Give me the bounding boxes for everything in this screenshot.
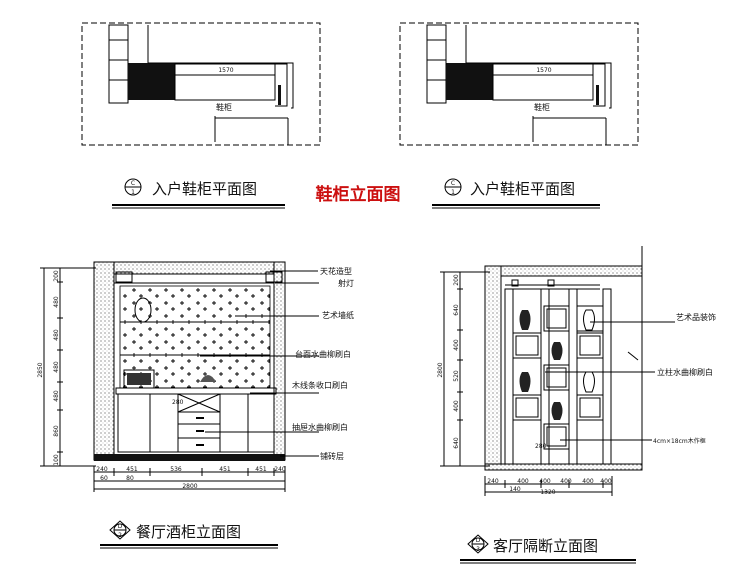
living-section-marker — [467, 534, 489, 554]
plan-1-wall — [108, 24, 129, 104]
svg-text:2850: 2850 — [37, 362, 44, 377]
svg-text:480: 480 — [53, 296, 60, 308]
dining-caption: D 2 餐厅酒柜立面图 — [100, 520, 278, 549]
svg-text:C: C — [131, 180, 135, 187]
callout-trim: 木线条收口刷白 — [292, 380, 348, 390]
svg-text:451: 451 — [126, 466, 138, 473]
svg-text:C: C — [451, 180, 455, 187]
svg-text:280: 280 — [172, 399, 184, 406]
svg-text:60: 60 — [100, 475, 108, 482]
plan-1-fixed-block — [128, 63, 175, 100]
display-frames — [512, 305, 604, 450]
svg-text:2800: 2800 — [437, 362, 444, 377]
dining-left-dimensions: 2850 200 480 480 480 480 860 100 — [37, 267, 96, 467]
dining-callouts: 天花造型 射灯 艺术墙纸 台面水曲柳刷白 木线条收口刷白 抽屉水曲柳刷白 铺砖层 — [200, 266, 354, 461]
callout-frame: 4cm×18cm木作框 — [653, 437, 706, 445]
living-callouts: 艺术品装饰 立柱水曲柳刷白 4cm×18cm木作框 — [545, 312, 716, 445]
callout-countertop: 台面水曲柳刷白 — [295, 349, 351, 359]
plan-2-boundary — [399, 22, 639, 146]
plan-view-2: 1570 鞋柜 — [399, 22, 639, 146]
svg-text:400: 400 — [453, 400, 460, 412]
svg-text:240: 240 — [274, 466, 286, 473]
svg-text:1: 1 — [131, 189, 135, 196]
svg-text:1: 1 — [451, 189, 455, 196]
svg-text:200: 200 — [453, 274, 460, 286]
art-wallpaper-panel — [119, 285, 271, 389]
callout-tile: 铺砖层 — [320, 451, 344, 461]
svg-text:2: 2 — [118, 532, 122, 539]
svg-text:200: 200 — [53, 270, 60, 282]
plan-1-cabinet-label: 鞋柜 — [216, 102, 232, 112]
plan-1-caption: C 1 入户鞋柜平面图 — [112, 178, 285, 209]
svg-text:2800: 2800 — [182, 483, 197, 490]
svg-text:536: 536 — [170, 466, 182, 473]
svg-text:400: 400 — [582, 478, 594, 485]
svg-text:1320: 1320 — [540, 489, 555, 496]
plan-1-shoe-cabinet — [174, 63, 276, 101]
plan-2-dimension: 1570 — [536, 67, 551, 74]
plan-1-title: 入户鞋柜平面图 — [152, 180, 257, 198]
lower-cabinet — [117, 393, 275, 453]
plan-view-1: 1570 鞋柜 — [81, 22, 321, 146]
svg-text:240: 240 — [487, 478, 499, 485]
plan-2-caption: C 1 入户鞋柜平面图 — [432, 178, 600, 209]
plan-2-cabinet-label: 鞋柜 — [534, 102, 550, 112]
svg-text:480: 480 — [53, 361, 60, 373]
svg-text:400: 400 — [600, 478, 612, 485]
dining-title: 餐厅酒柜立面图 — [136, 523, 241, 541]
callout-ceiling: 天花造型 — [320, 266, 352, 276]
plan-2-wall — [426, 24, 447, 104]
living-bottom-dimensions: 240 400 400 400 400 400 140 1320 — [484, 476, 613, 496]
plan-2-title: 入户鞋柜平面图 — [470, 180, 575, 198]
dining-elevation: 280 天花造型 射灯 艺术墙纸 台面水曲柳刷白 木线条收口刷白 抽屉水曲柳刷白… — [37, 261, 354, 492]
svg-text:80: 80 — [126, 475, 134, 482]
dining-section-marker — [109, 520, 131, 540]
svg-text:400: 400 — [517, 478, 529, 485]
svg-text:860: 860 — [53, 425, 60, 437]
callout-wallpaper: 艺术墙纸 — [322, 310, 354, 320]
sheet-title: 鞋柜立面图 — [316, 184, 401, 205]
callout-spotlight: 射灯 — [338, 278, 354, 288]
svg-text:240: 240 — [96, 466, 108, 473]
svg-text:520: 520 — [453, 370, 460, 382]
living-left-dimensions: 2800 200 640 400 520 400 640 — [437, 271, 490, 467]
svg-text:451: 451 — [255, 466, 267, 473]
callout-column: 立柱水曲柳刷白 — [657, 367, 713, 377]
dining-bottom-dimensions: 240 451 536 451 451 240 60 80 2800 — [93, 466, 286, 492]
svg-text:480: 480 — [53, 390, 60, 402]
svg-text:280: 280 — [535, 443, 547, 450]
plan-2-fixed-block — [446, 63, 493, 100]
svg-text:D: D — [118, 523, 123, 530]
svg-text:480: 480 — [53, 329, 60, 341]
plan-1-boundary — [81, 22, 321, 146]
plan-1-dimension: 1570 — [218, 67, 233, 74]
living-partition-elevation: 280 艺术品装饰 立柱水曲柳刷白 4cm×18cm木作框 2800 200 6… — [437, 246, 716, 496]
living-title: 客厅隔断立面图 — [493, 537, 598, 555]
svg-text:100: 100 — [53, 454, 60, 466]
svg-text:400: 400 — [453, 339, 460, 351]
callout-drawer: 抽屉水曲柳刷白 — [292, 422, 348, 432]
svg-text:3: 3 — [476, 546, 480, 553]
svg-text:451: 451 — [219, 466, 231, 473]
svg-text:640: 640 — [453, 437, 460, 449]
callout-art-decor: 艺术品装饰 — [676, 312, 716, 322]
svg-text:D: D — [476, 537, 481, 544]
living-caption: D 3 客厅隔断立面图 — [460, 534, 636, 564]
vases — [519, 309, 595, 420]
svg-text:640: 640 — [453, 304, 460, 316]
svg-text:140: 140 — [509, 486, 521, 493]
svg-text:400: 400 — [560, 478, 572, 485]
svg-text:400: 400 — [539, 478, 551, 485]
plan-2-shoe-cabinet — [492, 63, 594, 101]
